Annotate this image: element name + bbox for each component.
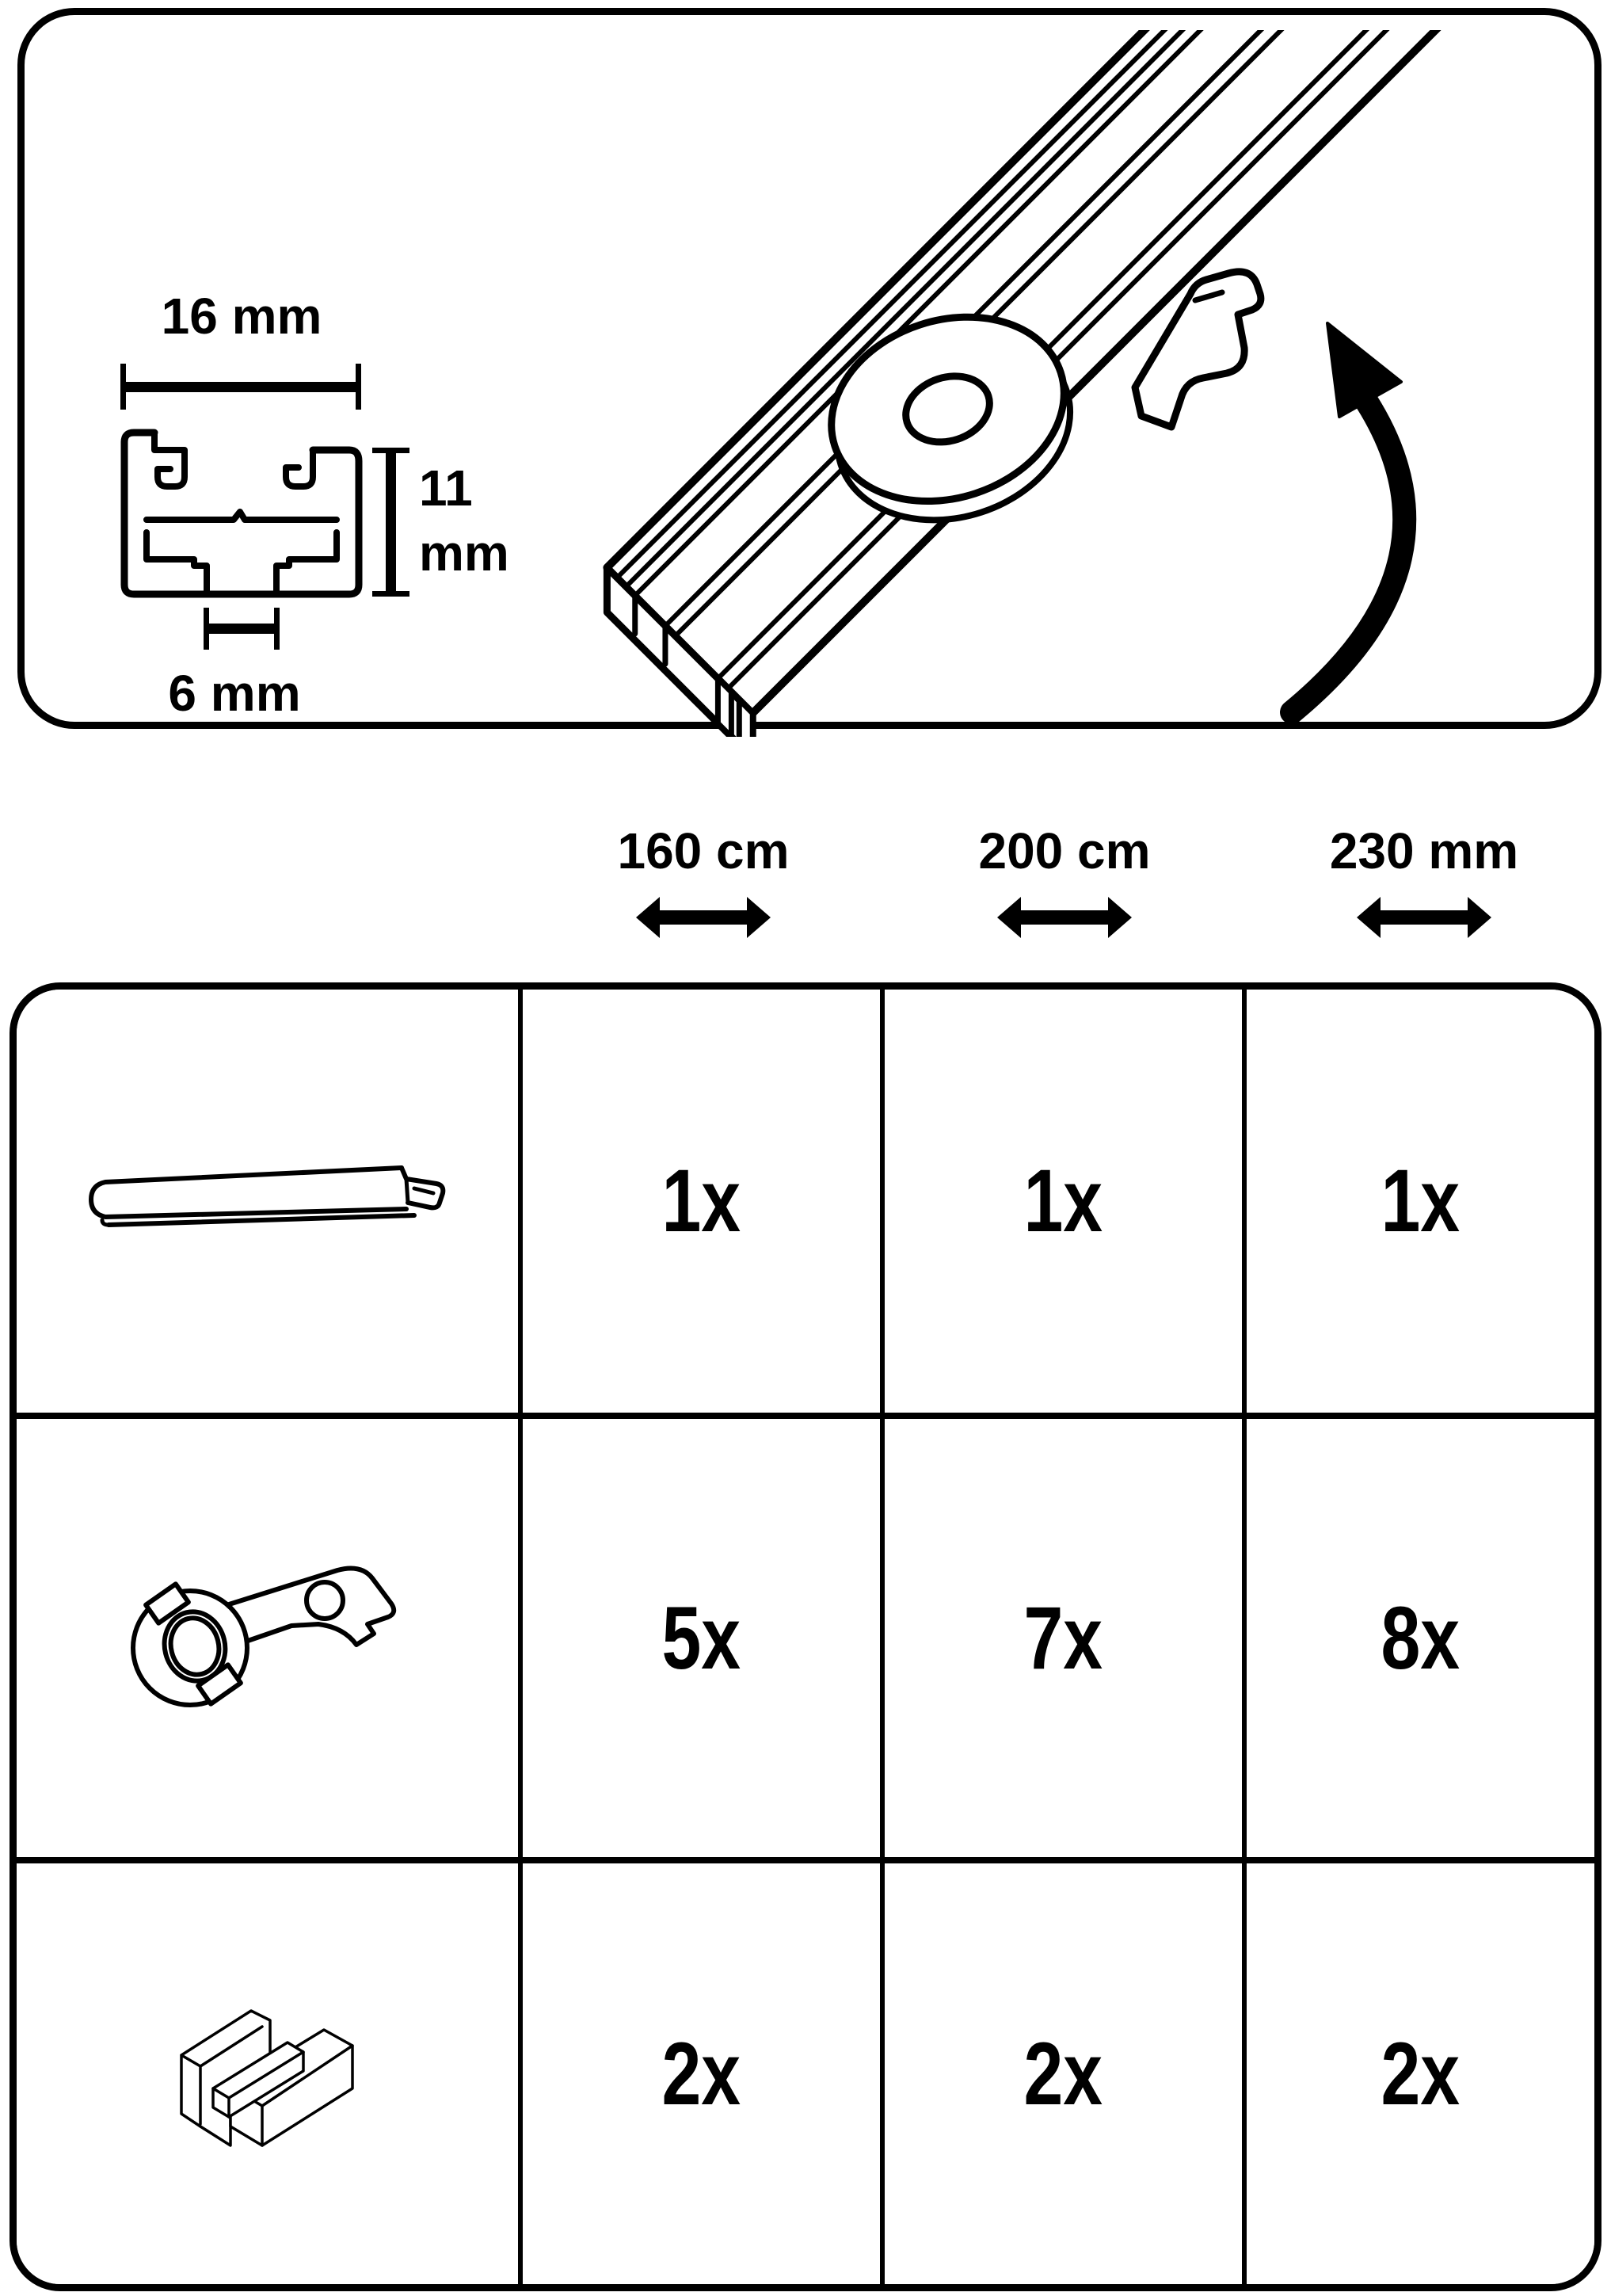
length-arrow-icon [636, 897, 771, 938]
height-dimension-tick-bottom [372, 591, 409, 597]
width-dimension-label: 16 mm [161, 288, 322, 345]
size-label-160: 160 cm [617, 822, 790, 879]
size-label-230: 230 mm [1329, 822, 1519, 879]
parts-quantity-table: 1x 1x 1x 5x 7x 8x [10, 982, 1601, 2291]
qty-glider-200: 7x [1023, 1588, 1103, 1688]
qty-cell: 1x [1247, 990, 1594, 1419]
qty-rail-230: 1x [1381, 1151, 1461, 1250]
slot-dimension-label: 6 mm [168, 665, 301, 722]
qty-cell: 2x [1247, 1863, 1594, 2284]
size-column-200: 200 cm [938, 826, 1191, 938]
width-dimension-tick-right [356, 364, 361, 410]
qty-endcap-200: 2x [1023, 2023, 1103, 2123]
width-dimension-line [124, 382, 359, 392]
height-dimension-value: 11 [419, 460, 473, 517]
qty-rail-160: 1x [661, 1151, 741, 1250]
end-cap-icon [179, 2008, 354, 2147]
size-label-200: 200 cm [978, 822, 1151, 879]
height-dimension-label: 11 mm [419, 456, 509, 585]
qty-cell: 7x [885, 1419, 1247, 1863]
qty-cell: 1x [523, 990, 885, 1419]
height-dimension-tick-top [372, 448, 409, 453]
size-column-160: 160 cm [577, 826, 830, 938]
rail-cross-section-icon [120, 429, 363, 598]
length-arrow-icon [1357, 897, 1491, 938]
part-cell-endcap [17, 1863, 523, 2284]
height-dimension-unit: mm [419, 524, 509, 582]
qty-glider-160: 5x [661, 1588, 741, 1688]
qty-cell: 2x [885, 1863, 1247, 2284]
qty-cell: 2x [523, 1863, 885, 2284]
qty-endcap-160: 2x [661, 2023, 741, 2123]
width-dimension-tick-left [120, 364, 126, 410]
qty-cell: 5x [523, 1419, 885, 1863]
rail-diagram-panel: 16 mm 11 mm 6 mm [17, 8, 1611, 737]
qty-cell: 1x [885, 990, 1247, 1419]
qty-cell: 8x [1247, 1419, 1594, 1863]
height-dimension-line [386, 450, 396, 594]
part-cell-glider [17, 1419, 523, 1863]
slot-dimension-tick-right [274, 608, 280, 650]
qty-glider-230: 8x [1381, 1588, 1461, 1688]
glider-hook-icon [130, 1566, 396, 1707]
rail-3d-illustration-icon [603, 30, 1611, 737]
qty-rail-200: 1x [1023, 1151, 1103, 1250]
length-arrow-icon [997, 897, 1132, 938]
slot-dimension-tick-left [204, 608, 209, 650]
slot-dimension-line [207, 624, 276, 634]
part-cell-rail [17, 990, 523, 1419]
curtain-rail-icon [88, 1165, 445, 1227]
qty-endcap-230: 2x [1381, 2023, 1461, 2123]
size-column-230: 230 mm [1297, 826, 1551, 938]
